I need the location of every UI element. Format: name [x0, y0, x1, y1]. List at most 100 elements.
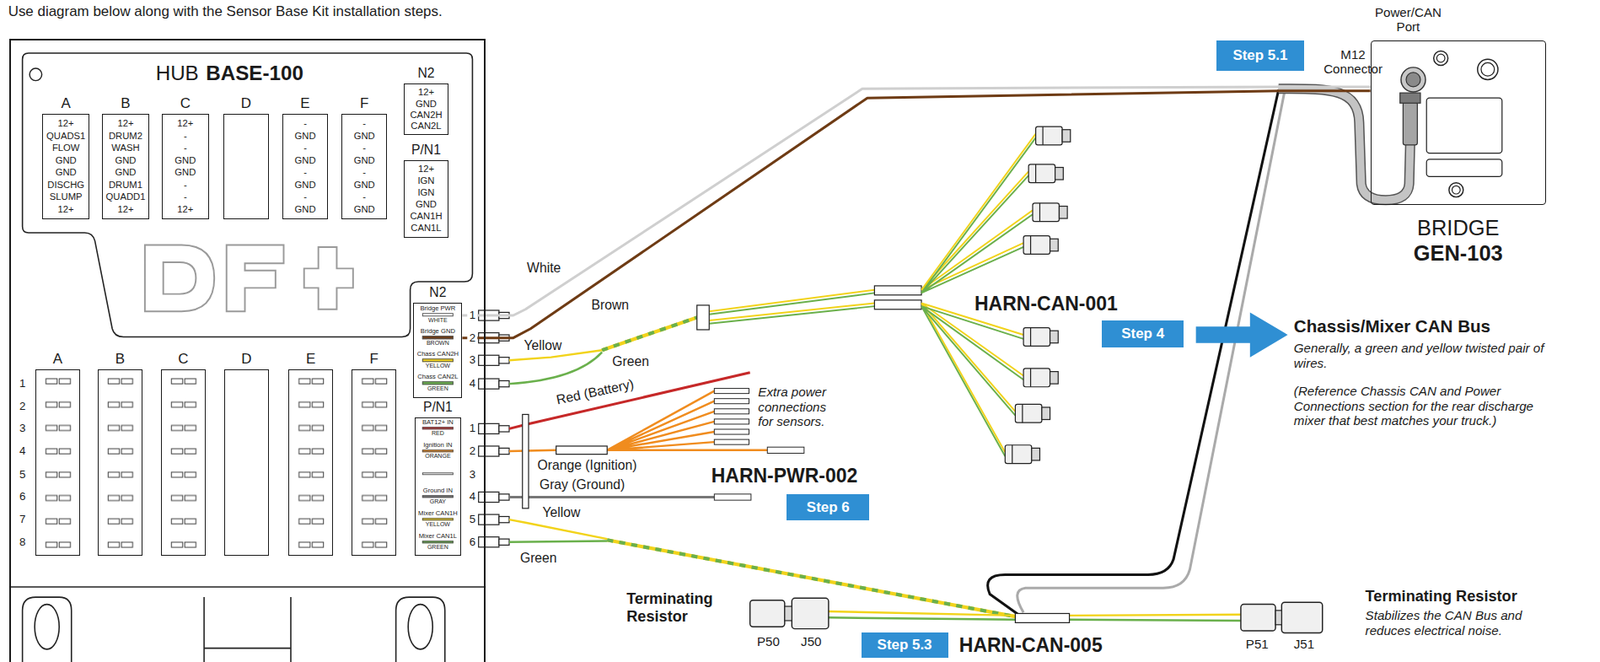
part-label: Terminating Resistor	[626, 590, 724, 626]
harness-name: HARN-CAN-005	[959, 633, 1103, 656]
wire-color-name: BROWN	[426, 339, 450, 347]
connector-id: J51	[1293, 636, 1315, 651]
screw	[1477, 59, 1498, 80]
wire	[987, 90, 1279, 615]
harness-name: HARN-CAN-001	[974, 291, 1118, 314]
wire-label: White	[525, 260, 563, 276]
pin-label: QUADS1	[46, 129, 86, 141]
connector-letter: C	[180, 95, 191, 112]
wire	[509, 372, 751, 430]
wire-color: Green	[610, 353, 651, 369]
wire-color-bar	[422, 449, 453, 453]
wire-color: Yellow	[522, 338, 564, 354]
note: Extra power connections for sensors.	[757, 384, 832, 429]
note: (Reference Chassis CAN and Power Connect…	[1293, 383, 1552, 428]
connector-letter: P/N1	[411, 142, 441, 158]
wire-color-bar	[422, 426, 453, 430]
connector-column: F	[351, 369, 397, 557]
pin-function: Chass CAN2H	[417, 350, 459, 359]
terminal	[714, 398, 749, 404]
terminal	[714, 493, 752, 500]
wire-color-bar	[422, 517, 453, 521]
m12-connector	[1406, 72, 1421, 87]
terminal	[714, 429, 749, 435]
pin-function: Chass CAN2L	[417, 373, 458, 382]
pin-stub	[478, 354, 510, 366]
pin-label: 12+	[418, 163, 435, 175]
pin-label: -	[362, 118, 366, 129]
pin-label: -	[303, 118, 307, 129]
connector-icon	[1023, 327, 1058, 347]
terminal	[714, 408, 749, 414]
resistor-plug	[784, 606, 792, 621]
pinout-legend: P/N1BAT12+ INREDIgnition INORANGEGround …	[414, 417, 462, 557]
pin-number: 3	[467, 467, 478, 481]
pin-number: 4	[467, 376, 478, 390]
pin-label: GND	[295, 129, 317, 141]
wire-color-bar	[422, 381, 453, 385]
pin-label: GND	[354, 129, 376, 141]
connector-column: C12+--GNDGND--12+	[161, 113, 210, 220]
step-callout: Step 5.1	[1216, 40, 1305, 70]
row-number: 1	[19, 376, 26, 390]
pin-label: CAN1H	[409, 210, 442, 222]
mount-frame	[396, 596, 446, 662]
pin-label: GND	[415, 97, 437, 109]
pin-label: 12+	[58, 118, 75, 129]
pin-label: GND	[295, 154, 317, 166]
pin-number: 4	[467, 490, 478, 504]
pin-stub	[478, 491, 510, 502]
terminal	[714, 439, 749, 445]
sleeve	[697, 305, 710, 330]
terminal	[714, 388, 749, 394]
pin-label: -	[183, 191, 188, 203]
wire-color-name: GREEN	[427, 385, 449, 392]
row-number: 5	[19, 467, 26, 481]
sleeve	[556, 445, 608, 455]
connector-column: E	[288, 369, 333, 557]
connector-icon	[1014, 403, 1050, 423]
pin-label: GND	[55, 154, 77, 166]
wire-color-bar	[422, 312, 453, 317]
step-label: Step 5.1	[1232, 47, 1288, 64]
pin-label: -	[303, 191, 307, 203]
connector-label: M12 Connector	[1320, 46, 1386, 76]
connector-column: D	[223, 113, 269, 220]
pin-label: -	[183, 178, 188, 190]
m12-connector	[1400, 92, 1421, 103]
pin-label: -	[303, 166, 307, 178]
row-number: 2	[19, 399, 26, 413]
step-callout: Step 6	[786, 493, 870, 521]
terminal	[714, 418, 749, 425]
screw	[1481, 62, 1495, 76]
pin-number: 5	[467, 512, 478, 526]
pinout-legend: N2Bridge PWRWHITEBridge GNDBROWNChass CA…	[413, 302, 462, 398]
wire-color-name: ORANGE	[424, 452, 451, 460]
bridge-module: BRIDGEGEN-103	[1370, 40, 1547, 205]
wire	[509, 519, 607, 539]
m12-connector	[1401, 67, 1426, 92]
connector-letter: A	[53, 350, 63, 367]
connector-name: N2	[429, 284, 446, 301]
drawing	[9, 51, 1503, 662]
pin-label: GND	[55, 166, 77, 178]
connector-letter: D	[241, 350, 252, 367]
cable-tie	[522, 413, 529, 508]
connector-column: N212+GNDCAN2HCAN2L	[403, 83, 449, 136]
logo	[304, 246, 354, 310]
step-label: Step 5.3	[877, 636, 933, 653]
pin-function: BAT12+ IN	[422, 418, 454, 426]
wire	[708, 292, 875, 323]
wire-color: Yellow	[541, 504, 583, 521]
pin-stub	[478, 378, 510, 389]
wire	[1017, 91, 1285, 613]
pin-label: QUADD1	[106, 191, 146, 203]
pin-function: Mixer CAN1L	[418, 531, 457, 540]
pin-label: GND	[354, 178, 376, 190]
resistor-plug	[791, 597, 829, 629]
hub-title: HUB	[155, 61, 199, 86]
connector-name: P/N1	[423, 399, 453, 415]
pin-label: GND	[415, 198, 437, 210]
connector-letter: C	[177, 350, 188, 367]
connector-letter: F	[359, 95, 369, 112]
